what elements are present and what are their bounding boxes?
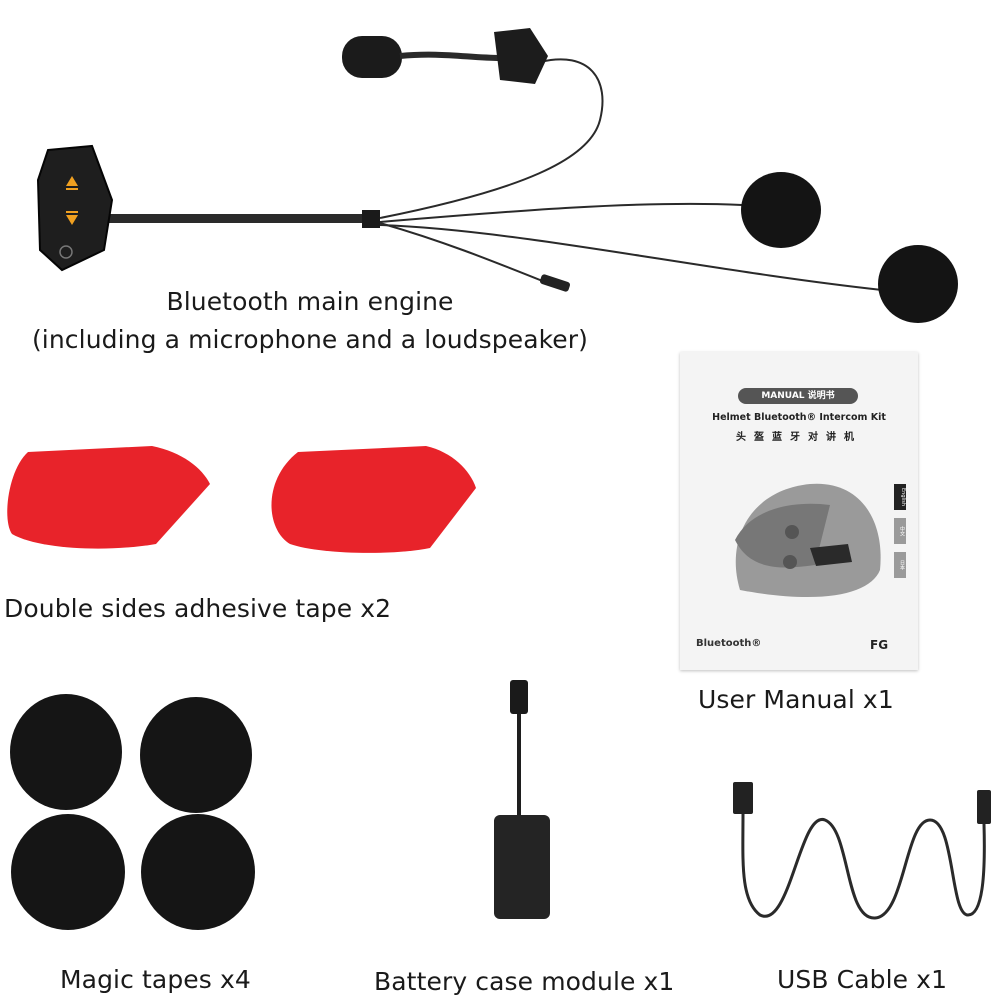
speaker-right — [878, 245, 958, 323]
helmet-device — [810, 544, 852, 566]
cable-splitter — [362, 210, 380, 228]
bluetooth-main-engine — [36, 28, 958, 323]
engine-caption-line1: Bluetooth main engine — [166, 287, 454, 316]
manual-brand: Bluetooth® — [696, 638, 762, 649]
battery-caption: Battery case module x1 — [374, 967, 675, 996]
mic-connector — [494, 28, 548, 84]
usb-caption: USB Cable x1 — [777, 965, 948, 994]
adhesive-caption: Double sides adhesive tape x2 — [4, 594, 392, 623]
usb-c-plug — [977, 790, 991, 824]
engine-caption-line2: (including a microphone and a loudspeake… — [31, 325, 589, 354]
usb-cable — [733, 782, 991, 920]
speaker-wire-2 — [379, 224, 883, 291]
adhesive-tape-2 — [271, 446, 476, 553]
usb-cable-wire — [741, 813, 986, 920]
battery-case-module — [494, 680, 550, 919]
helmet-visor — [735, 503, 830, 568]
magic-tapes — [10, 694, 255, 930]
control-unit — [36, 144, 114, 272]
magic-tape-4 — [141, 814, 255, 930]
aux-wire — [379, 222, 546, 283]
down-button-bar — [66, 211, 78, 213]
power-button-icon — [59, 245, 73, 259]
battery-connector — [510, 680, 528, 714]
engine-stem — [100, 214, 380, 223]
manual-badge: MANUAL 说明书 — [738, 388, 858, 404]
mic-boom — [399, 51, 501, 61]
manual-subtitle: Helmet Bluetooth® Intercom Kit — [712, 412, 886, 423]
speaker-wire-1 — [379, 202, 743, 223]
magic-caption: Magic tapes x4 — [60, 965, 251, 994]
helmet-button-1 — [785, 525, 799, 539]
manual-model: FG — [870, 638, 889, 652]
manual-tab-english: English — [894, 484, 906, 510]
magic-tape-1 — [10, 694, 122, 810]
manual-language-tabs: English 中文 日本 — [894, 484, 906, 586]
up-button-bar — [66, 188, 78, 190]
aux-plug — [539, 274, 571, 292]
battery-box — [494, 815, 550, 919]
manual-tab-japanese: 日本 — [894, 552, 906, 578]
manual-subtitle-cn: 头盔蓝牙对讲机 — [736, 432, 862, 443]
usb-a-plug — [733, 782, 753, 814]
user-manual: MANUAL 说明书 Helmet Bluetooth® Intercom Ki… — [680, 352, 918, 670]
mic-foam — [342, 36, 402, 78]
adhesive-tape-1 — [7, 446, 211, 549]
speaker-left — [741, 172, 821, 248]
up-button-icon — [66, 176, 78, 186]
magic-tape-2 — [140, 697, 252, 813]
engine-caption: Bluetooth main engine (including a micro… — [20, 283, 600, 359]
manual-tab-chinese: 中文 — [894, 518, 906, 544]
mic-wire — [379, 58, 604, 219]
helmet-illustration — [735, 483, 881, 598]
manual-caption: User Manual x1 — [698, 685, 894, 714]
magic-tape-3 — [11, 814, 125, 930]
adhesive-tapes — [7, 446, 476, 553]
helmet-button-2 — [783, 555, 797, 569]
down-button-icon — [66, 215, 78, 225]
